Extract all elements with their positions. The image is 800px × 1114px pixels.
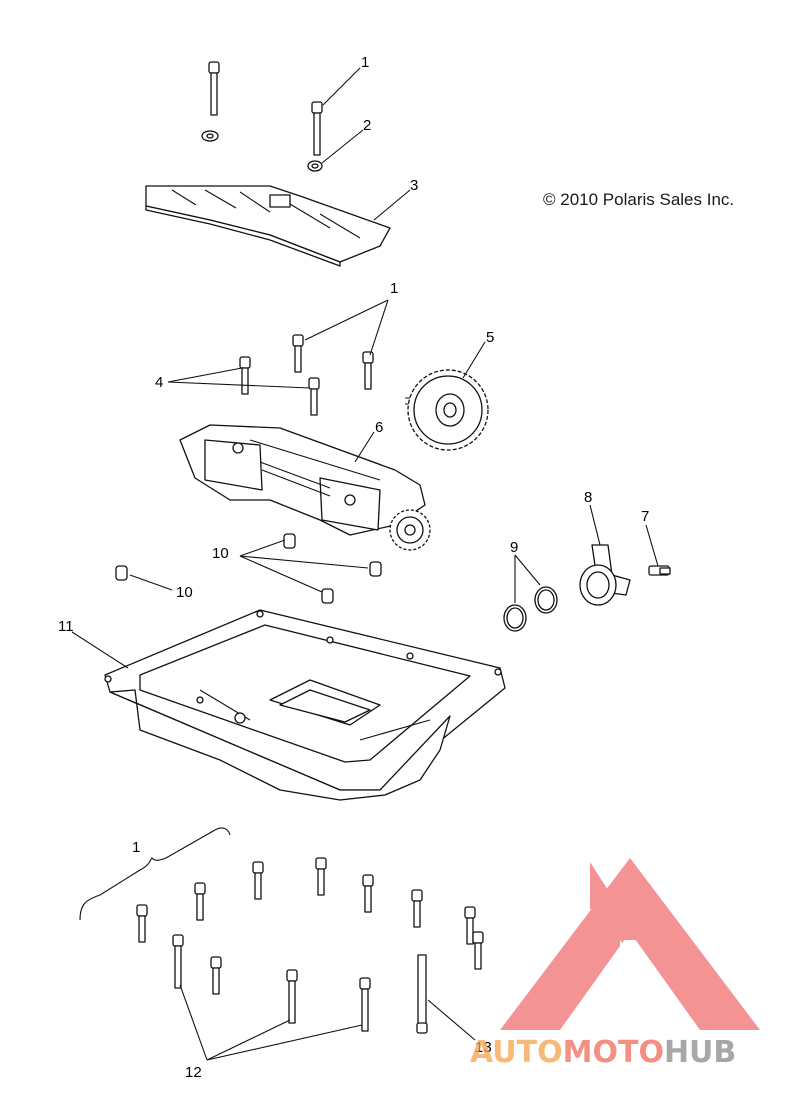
callout-7: 7 (641, 508, 649, 525)
callout-1-bottom: 1 (132, 839, 140, 856)
baffle-plate (145, 185, 391, 267)
top-bolts (208, 61, 323, 156)
svg-text:AUTOMOTOHUB: AUTOMOTOHUB (470, 1035, 736, 1070)
callout-6: 6 (375, 419, 383, 436)
o-rings (503, 586, 558, 632)
pickup-screw (648, 565, 671, 576)
watermark-hub: HUB (664, 1035, 736, 1070)
watermark-moto: MOTO (563, 1035, 664, 1070)
callout-5: 5 (486, 329, 494, 346)
pan-bolts (136, 857, 484, 1032)
automotohub-logo-icon (500, 858, 760, 1030)
watermark-auto: AUTO (470, 1035, 563, 1070)
oil-pump-assembly (179, 424, 431, 551)
oil-pan (104, 609, 506, 801)
callout-10-b: 10 (176, 584, 193, 601)
callout-13: 13 (475, 1039, 492, 1056)
callout-8: 8 (584, 489, 592, 506)
oil-pickup-elbow (579, 544, 631, 606)
callout-4: 4 (155, 374, 163, 391)
automotohub-watermark: AUTOMOTOHUB (470, 858, 760, 1070)
copyright-text: © 2010 Polaris Sales Inc. (543, 190, 734, 209)
callout-1-top: 1 (361, 54, 369, 71)
long-stud (416, 954, 428, 1034)
callout-1-mid: 1 (390, 280, 398, 297)
drive-gear (405, 369, 489, 451)
callout-10-a: 10 (212, 545, 229, 562)
pump-bolts (239, 334, 374, 416)
callout-12: 12 (185, 1064, 202, 1081)
brace-bracket (79, 827, 231, 921)
callout-2: 2 (363, 117, 371, 134)
nut-washers (201, 130, 323, 172)
callout-11: 11 (58, 618, 74, 635)
callout-9: 9 (510, 539, 518, 556)
dowel-pins (115, 533, 382, 604)
callout-3: 3 (410, 177, 418, 194)
